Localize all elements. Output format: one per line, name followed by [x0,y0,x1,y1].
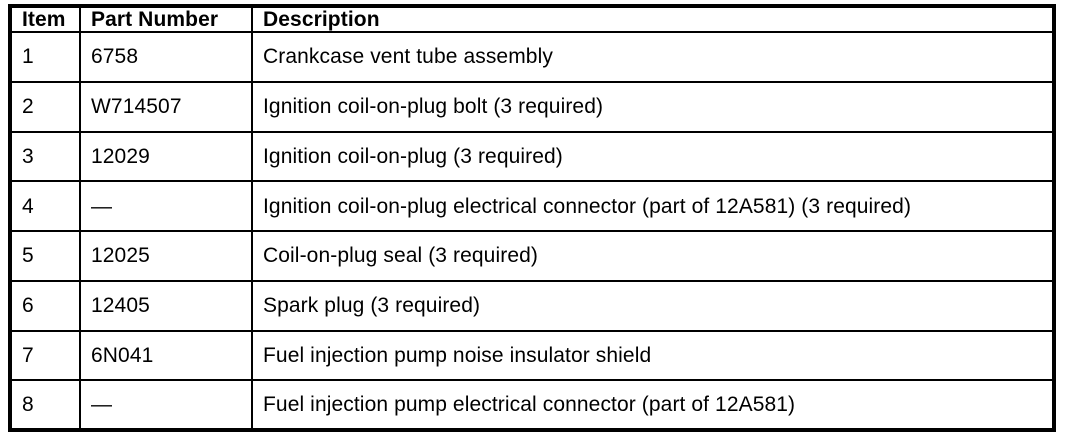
cell-part-number: — [80,379,253,428]
column-header-part-number: Part Number [80,8,253,34]
cell-part-number: W714507 [80,80,253,133]
cell-part-number: 6N041 [80,329,253,382]
parts-table: Item Part Number Description 1 6758 Cran… [12,8,1052,428]
cell-item: 8 [12,379,81,428]
cell-description: Spark plug (3 required) [252,279,1052,332]
cell-description: Ignition coil-on-plug bolt (3 required) [252,80,1052,133]
cell-description: Fuel injection pump electrical connector… [252,379,1052,428]
table-row: 8 — Fuel injection pump electrical conne… [12,379,1052,428]
cell-item: 5 [12,230,81,282]
table-row: 2 W714507 Ignition coil-on-plug bolt (3 … [12,80,1052,133]
cell-part-number: 12029 [80,130,253,183]
cell-item: 7 [12,329,81,382]
cell-part-number: 12025 [80,230,253,282]
table-header-row: Item Part Number Description [12,8,1052,34]
cell-part-number: — [80,180,253,233]
cell-item: 6 [12,279,81,332]
cell-description: Coil-on-plug seal (3 required) [252,230,1052,282]
cell-part-number: 6758 [80,31,253,83]
parts-table-container: Item Part Number Description 1 6758 Cran… [8,4,1056,432]
column-header-item: Item [12,8,81,34]
table-row: 6 12405 Spark plug (3 required) [12,279,1052,332]
table-row: 4 — Ignition coil-on-plug electrical con… [12,180,1052,233]
cell-item: 1 [12,31,81,83]
cell-description: Ignition coil-on-plug electrical connect… [252,180,1052,233]
table-header: Item Part Number Description [12,8,1052,34]
cell-description: Ignition coil-on-plug (3 required) [252,130,1052,183]
table-row: 7 6N041 Fuel injection pump noise insula… [12,329,1052,382]
cell-description: Crankcase vent tube assembly [252,31,1052,83]
cell-description: Fuel injection pump noise insulator shie… [252,329,1052,382]
cell-item: 3 [12,130,81,183]
cell-part-number: 12405 [80,279,253,332]
table-body: 1 6758 Crankcase vent tube assembly 2 W7… [12,31,1052,428]
table-row: 5 12025 Coil-on-plug seal (3 required) [12,230,1052,282]
cell-item: 4 [12,180,81,233]
cell-item: 2 [12,80,81,133]
table-row: 1 6758 Crankcase vent tube assembly [12,31,1052,83]
table-row: 3 12029 Ignition coil-on-plug (3 require… [12,130,1052,183]
column-header-description: Description [252,8,1052,34]
